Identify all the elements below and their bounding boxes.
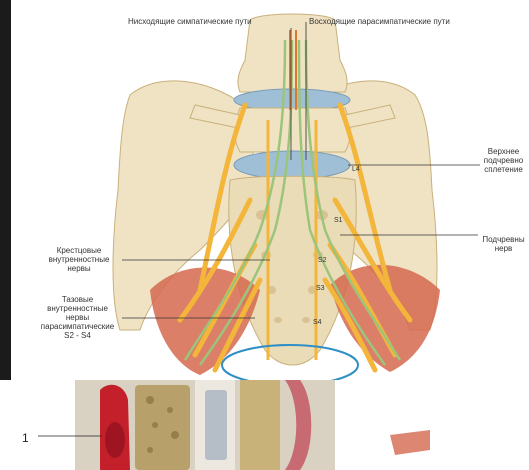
label-ascending-parasympathetic: Восходящие парасимпатические пути xyxy=(309,17,450,26)
label-hypogastric-nerve: Подчревны нерв xyxy=(478,235,529,253)
inset-callout-number: 1 xyxy=(22,431,29,445)
vertebra-body-l5 xyxy=(235,108,351,152)
segment-marker-l4: L4 xyxy=(352,165,360,174)
intervertebral-disc-lower xyxy=(234,151,350,179)
label-pelvic-splanchnic-nerves: Тазовые внутренностные нервы парасимпати… xyxy=(30,295,125,340)
label-superior-hypogastric-plexus: Верхнее подчревно сплетение xyxy=(478,147,529,174)
inset-spine-section xyxy=(0,380,430,470)
label-descending-sympathetic: Нисходящие симпатические пути xyxy=(128,17,252,26)
segment-marker-s2: S2 xyxy=(318,256,327,265)
segment-marker-s3: S3 xyxy=(316,284,325,293)
segment-marker-s4: S4 xyxy=(313,318,322,327)
label-sacral-splanchnic-nerves: Крестцовые внутренностные нервы xyxy=(38,246,120,273)
inset-illustration xyxy=(0,380,430,470)
segment-marker-s1: S1 xyxy=(334,216,343,225)
